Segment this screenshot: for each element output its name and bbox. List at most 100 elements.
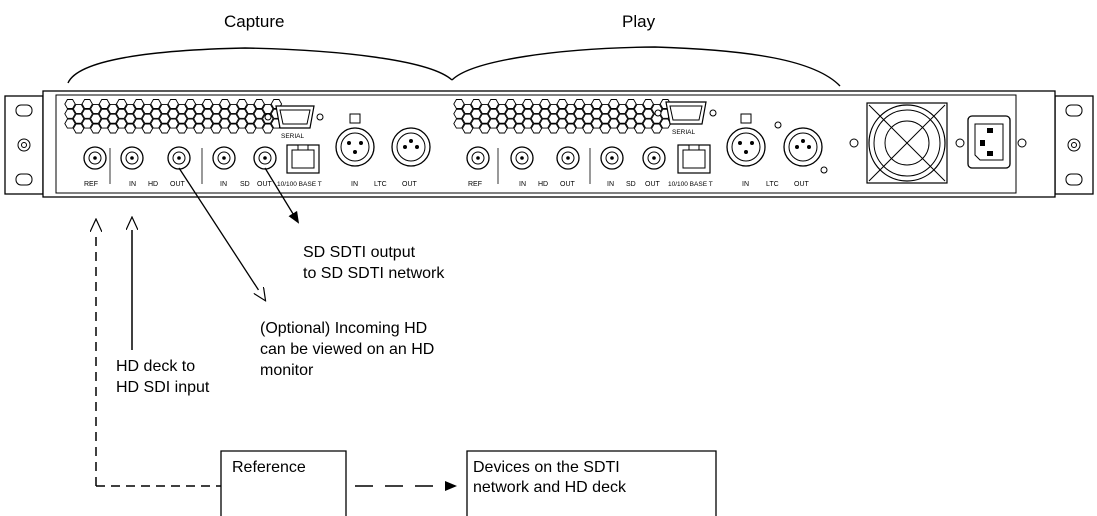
left-rack-ear <box>4 95 44 195</box>
vent-hole <box>167 118 179 129</box>
vent-hole <box>513 123 525 134</box>
hd-monitor-arrow <box>178 167 265 300</box>
vent-hole <box>98 118 111 129</box>
vent-hole <box>642 108 654 119</box>
vent-hole <box>244 123 257 134</box>
vent-hole <box>227 113 240 124</box>
play-ltc-in-label: IN <box>742 181 749 188</box>
vent-hole <box>219 99 231 109</box>
vent-hole <box>608 118 620 129</box>
vent-hole <box>582 113 594 124</box>
vent-hole <box>201 118 214 129</box>
vent-hole <box>115 108 128 119</box>
vent-hole <box>107 113 119 124</box>
capture-hd-out-label: OUT <box>170 181 186 188</box>
hd-deck-line-1: HD deck to <box>116 358 196 375</box>
capture-sd-in-label: IN <box>220 181 227 188</box>
play-sd-label: SD <box>626 181 636 188</box>
vent-hole <box>547 123 560 134</box>
vent-hole <box>244 103 257 114</box>
vent-hole <box>141 103 154 114</box>
vent-hole <box>453 108 465 119</box>
vent-hole <box>90 123 102 134</box>
capture-hd-in-label: IN <box>129 181 136 188</box>
play-hd-out-bnc <box>556 146 580 170</box>
vent-hole <box>236 108 248 119</box>
vent-hole <box>72 123 85 134</box>
vent-hole <box>236 99 248 109</box>
reference-box <box>220 450 347 516</box>
vent-hole <box>227 123 240 134</box>
vent-hole <box>201 99 214 109</box>
vent-hole <box>470 108 482 119</box>
vent-hole <box>150 99 162 109</box>
play-ltc-out-label: OUT <box>794 181 810 188</box>
capture-hd-out-bnc <box>167 146 191 170</box>
vent-hole <box>556 99 568 109</box>
vent-hole <box>210 103 222 114</box>
capture-hd-label: HD <box>148 181 158 188</box>
vent-hole <box>504 108 517 119</box>
vent-hole <box>461 103 474 114</box>
vent-hole <box>504 118 517 129</box>
vent-hole <box>72 103 85 114</box>
vent-hole <box>590 99 603 109</box>
vent-hole <box>133 99 145 109</box>
vent-hole <box>167 108 179 119</box>
vent-hole <box>556 118 568 129</box>
vent-hole <box>556 108 568 119</box>
vent-hole <box>236 118 248 129</box>
optional-hd-line-1: (Optional) Incoming HD <box>260 320 428 337</box>
vent-hole <box>210 123 222 134</box>
vent-hole <box>479 113 491 124</box>
vent-hole <box>227 103 240 114</box>
vent-hole <box>590 118 603 129</box>
vent-hole <box>158 113 171 124</box>
vent-hole <box>547 103 560 114</box>
play-connectors: REF IN HD OUT IN SD OUT 10/100 BASE T SE… <box>466 101 828 188</box>
right-rack-ear <box>1054 95 1094 195</box>
play-ethernet-label: 10/100 BASE T <box>668 181 713 188</box>
vent-hole <box>573 99 586 109</box>
vent-hole <box>141 123 154 134</box>
vent-hole <box>453 99 465 109</box>
vent-hole <box>184 108 197 119</box>
capture-sd-in-bnc <box>212 146 236 170</box>
vent-hole <box>115 118 128 129</box>
vent-hole <box>176 123 188 134</box>
vent-hole <box>513 103 525 114</box>
vent-hole <box>599 123 611 134</box>
vent-hole <box>90 113 102 124</box>
vent-hole <box>573 108 586 119</box>
vent-hole <box>453 118 465 129</box>
vent-hole <box>642 99 654 109</box>
vent-hole <box>210 113 222 124</box>
vent-hole <box>107 103 119 114</box>
vent-hole <box>219 108 231 119</box>
play-serial-port <box>654 101 717 125</box>
vent-hole <box>599 103 611 114</box>
optional-hd-line-2: can be viewed on an HD <box>260 341 435 358</box>
play-hd-in-label: IN <box>519 181 526 188</box>
vent-hole <box>547 113 560 124</box>
capture-sd-label: SD <box>240 181 250 188</box>
vent-hole <box>167 99 179 109</box>
vent-hole <box>616 123 629 134</box>
vent-hole <box>470 99 482 109</box>
play-ref-bnc <box>466 146 490 170</box>
vent-hole <box>573 118 586 129</box>
play-sd-in-bnc <box>600 146 624 170</box>
sd-sdti-output-arrow <box>264 167 300 224</box>
vent-hole <box>608 99 620 109</box>
vent-hole <box>616 103 629 114</box>
vent-hole <box>616 113 629 124</box>
vent-hole <box>522 108 534 119</box>
vent-hole <box>115 99 128 109</box>
vent-hole <box>582 123 594 134</box>
vent-hole <box>487 99 500 109</box>
vent-hole <box>193 103 205 114</box>
play-serial-label: SERIAL <box>672 129 696 136</box>
hd-deck-line-2: HD SDI input <box>116 379 210 396</box>
